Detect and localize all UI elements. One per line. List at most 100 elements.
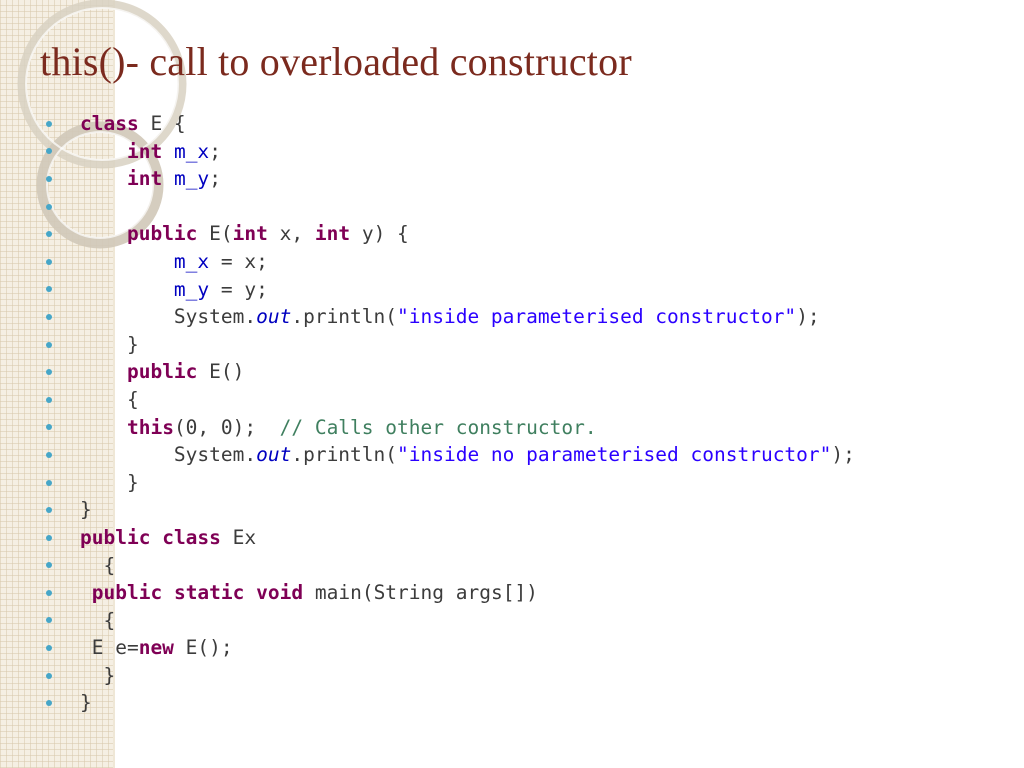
code-token <box>150 526 162 549</box>
bullet-dot <box>46 341 52 348</box>
bullet-dot <box>46 258 52 265</box>
code-token: { <box>80 387 139 411</box>
code-text: int m_x; <box>80 138 221 166</box>
code-token <box>80 222 127 245</box>
code-token: (0, 0); <box>173 415 280 439</box>
code-token: int <box>126 167 163 191</box>
code-token <box>162 140 174 163</box>
bullet-dot <box>46 507 52 514</box>
code-text: m_x = x; <box>80 248 268 276</box>
code-token: "inside parameterised constructor" <box>397 305 797 329</box>
code-token: void <box>256 581 304 605</box>
code-text: { <box>80 386 139 414</box>
code-token: = y; <box>209 277 268 301</box>
code-text: class E { <box>80 110 186 138</box>
code-token: public <box>126 360 198 384</box>
code-token <box>80 167 127 190</box>
code-token: out <box>256 443 292 467</box>
bullet-dot <box>46 562 52 569</box>
code-text: public class Ex <box>80 524 256 552</box>
code-token: out <box>256 305 292 329</box>
bullet-dot <box>46 534 52 541</box>
code-text: } <box>80 496 92 524</box>
code-token <box>80 140 127 163</box>
code-text: public static void main(String args[]) <box>80 579 538 607</box>
code-token: } <box>80 470 139 494</box>
code-token: class <box>80 112 139 135</box>
code-text: } <box>80 469 139 497</box>
code-token <box>162 581 174 604</box>
code-token: ); <box>831 443 855 467</box>
bullet-dot <box>46 451 52 458</box>
code-token <box>80 278 174 301</box>
code-token: int <box>314 222 351 246</box>
code-text: } <box>80 689 92 717</box>
code-token: m_y <box>173 167 210 191</box>
code-text: } <box>80 662 115 690</box>
code-token: this <box>126 415 174 439</box>
code-token: // Calls other constructor. <box>279 415 597 439</box>
code-text: { <box>80 552 115 580</box>
code-text: public E(int x, int y) { <box>80 220 409 248</box>
code-token <box>244 581 256 604</box>
bullet-dot <box>46 424 52 431</box>
code-token: = x; <box>209 249 268 273</box>
code-token: ; <box>209 139 221 163</box>
code-token: } <box>80 691 92 715</box>
code-token: { <box>80 553 116 577</box>
code-text: System.out.println("inside no parameteri… <box>80 441 855 469</box>
decorative-ring-large <box>17 0 187 169</box>
code-text: } <box>80 331 139 359</box>
code-token: E() <box>197 360 245 384</box>
code-token <box>80 360 127 383</box>
code-token: } <box>80 663 116 687</box>
code-token: ; <box>209 167 221 191</box>
code-token: public <box>80 525 151 549</box>
code-token: int <box>126 139 163 163</box>
bullet-dot <box>46 231 52 238</box>
code-token: } <box>80 498 92 522</box>
code-token: .println( <box>291 305 398 329</box>
code-token: E( <box>197 222 233 246</box>
code-token: int <box>232 222 268 246</box>
code-token: E { <box>138 112 186 135</box>
code-token <box>80 581 92 604</box>
bullet-dot <box>46 479 52 486</box>
code-text: E e=new E(); <box>80 634 233 662</box>
code-token: m_x <box>173 139 210 163</box>
code-token: class <box>162 525 221 549</box>
code-token: "inside no parameterised constructor" <box>397 443 832 467</box>
code-token: ); <box>796 305 820 329</box>
bullet-dot <box>46 175 52 182</box>
code-token: E e= <box>80 636 139 660</box>
code-token: { <box>80 608 116 632</box>
code-token: y) { <box>350 222 409 246</box>
code-text: System.out.println("inside parameterised… <box>80 303 820 331</box>
bullet-dot <box>46 700 52 707</box>
bullet-dot <box>46 589 52 596</box>
bullet-dot <box>46 313 52 320</box>
bullet-dot <box>46 672 52 679</box>
code-token: main(String args[]) <box>303 581 538 605</box>
slide-title: this()- call to overloaded constructor <box>40 39 632 84</box>
decorative-ring-small <box>36 121 164 249</box>
bullet-dot <box>46 203 52 210</box>
code-token: x, <box>267 222 315 246</box>
decorative-rings <box>17 0 187 249</box>
bullet-dot <box>46 617 52 624</box>
bullet-dot <box>46 396 52 403</box>
bullet-dot <box>46 148 52 155</box>
bullet-dot <box>46 645 52 652</box>
code-token: m_x <box>173 249 210 273</box>
code-token: public <box>126 222 198 246</box>
code-token: System. <box>80 305 257 329</box>
bullet-dot <box>46 120 52 127</box>
code-token: Ex <box>220 525 257 549</box>
code-token: E(); <box>173 636 233 660</box>
code-token <box>80 250 174 273</box>
bullet-dot <box>46 369 52 376</box>
code-token: new <box>138 636 174 660</box>
code-text: { <box>80 607 115 635</box>
code-token <box>162 167 174 190</box>
code-token: } <box>80 332 139 356</box>
